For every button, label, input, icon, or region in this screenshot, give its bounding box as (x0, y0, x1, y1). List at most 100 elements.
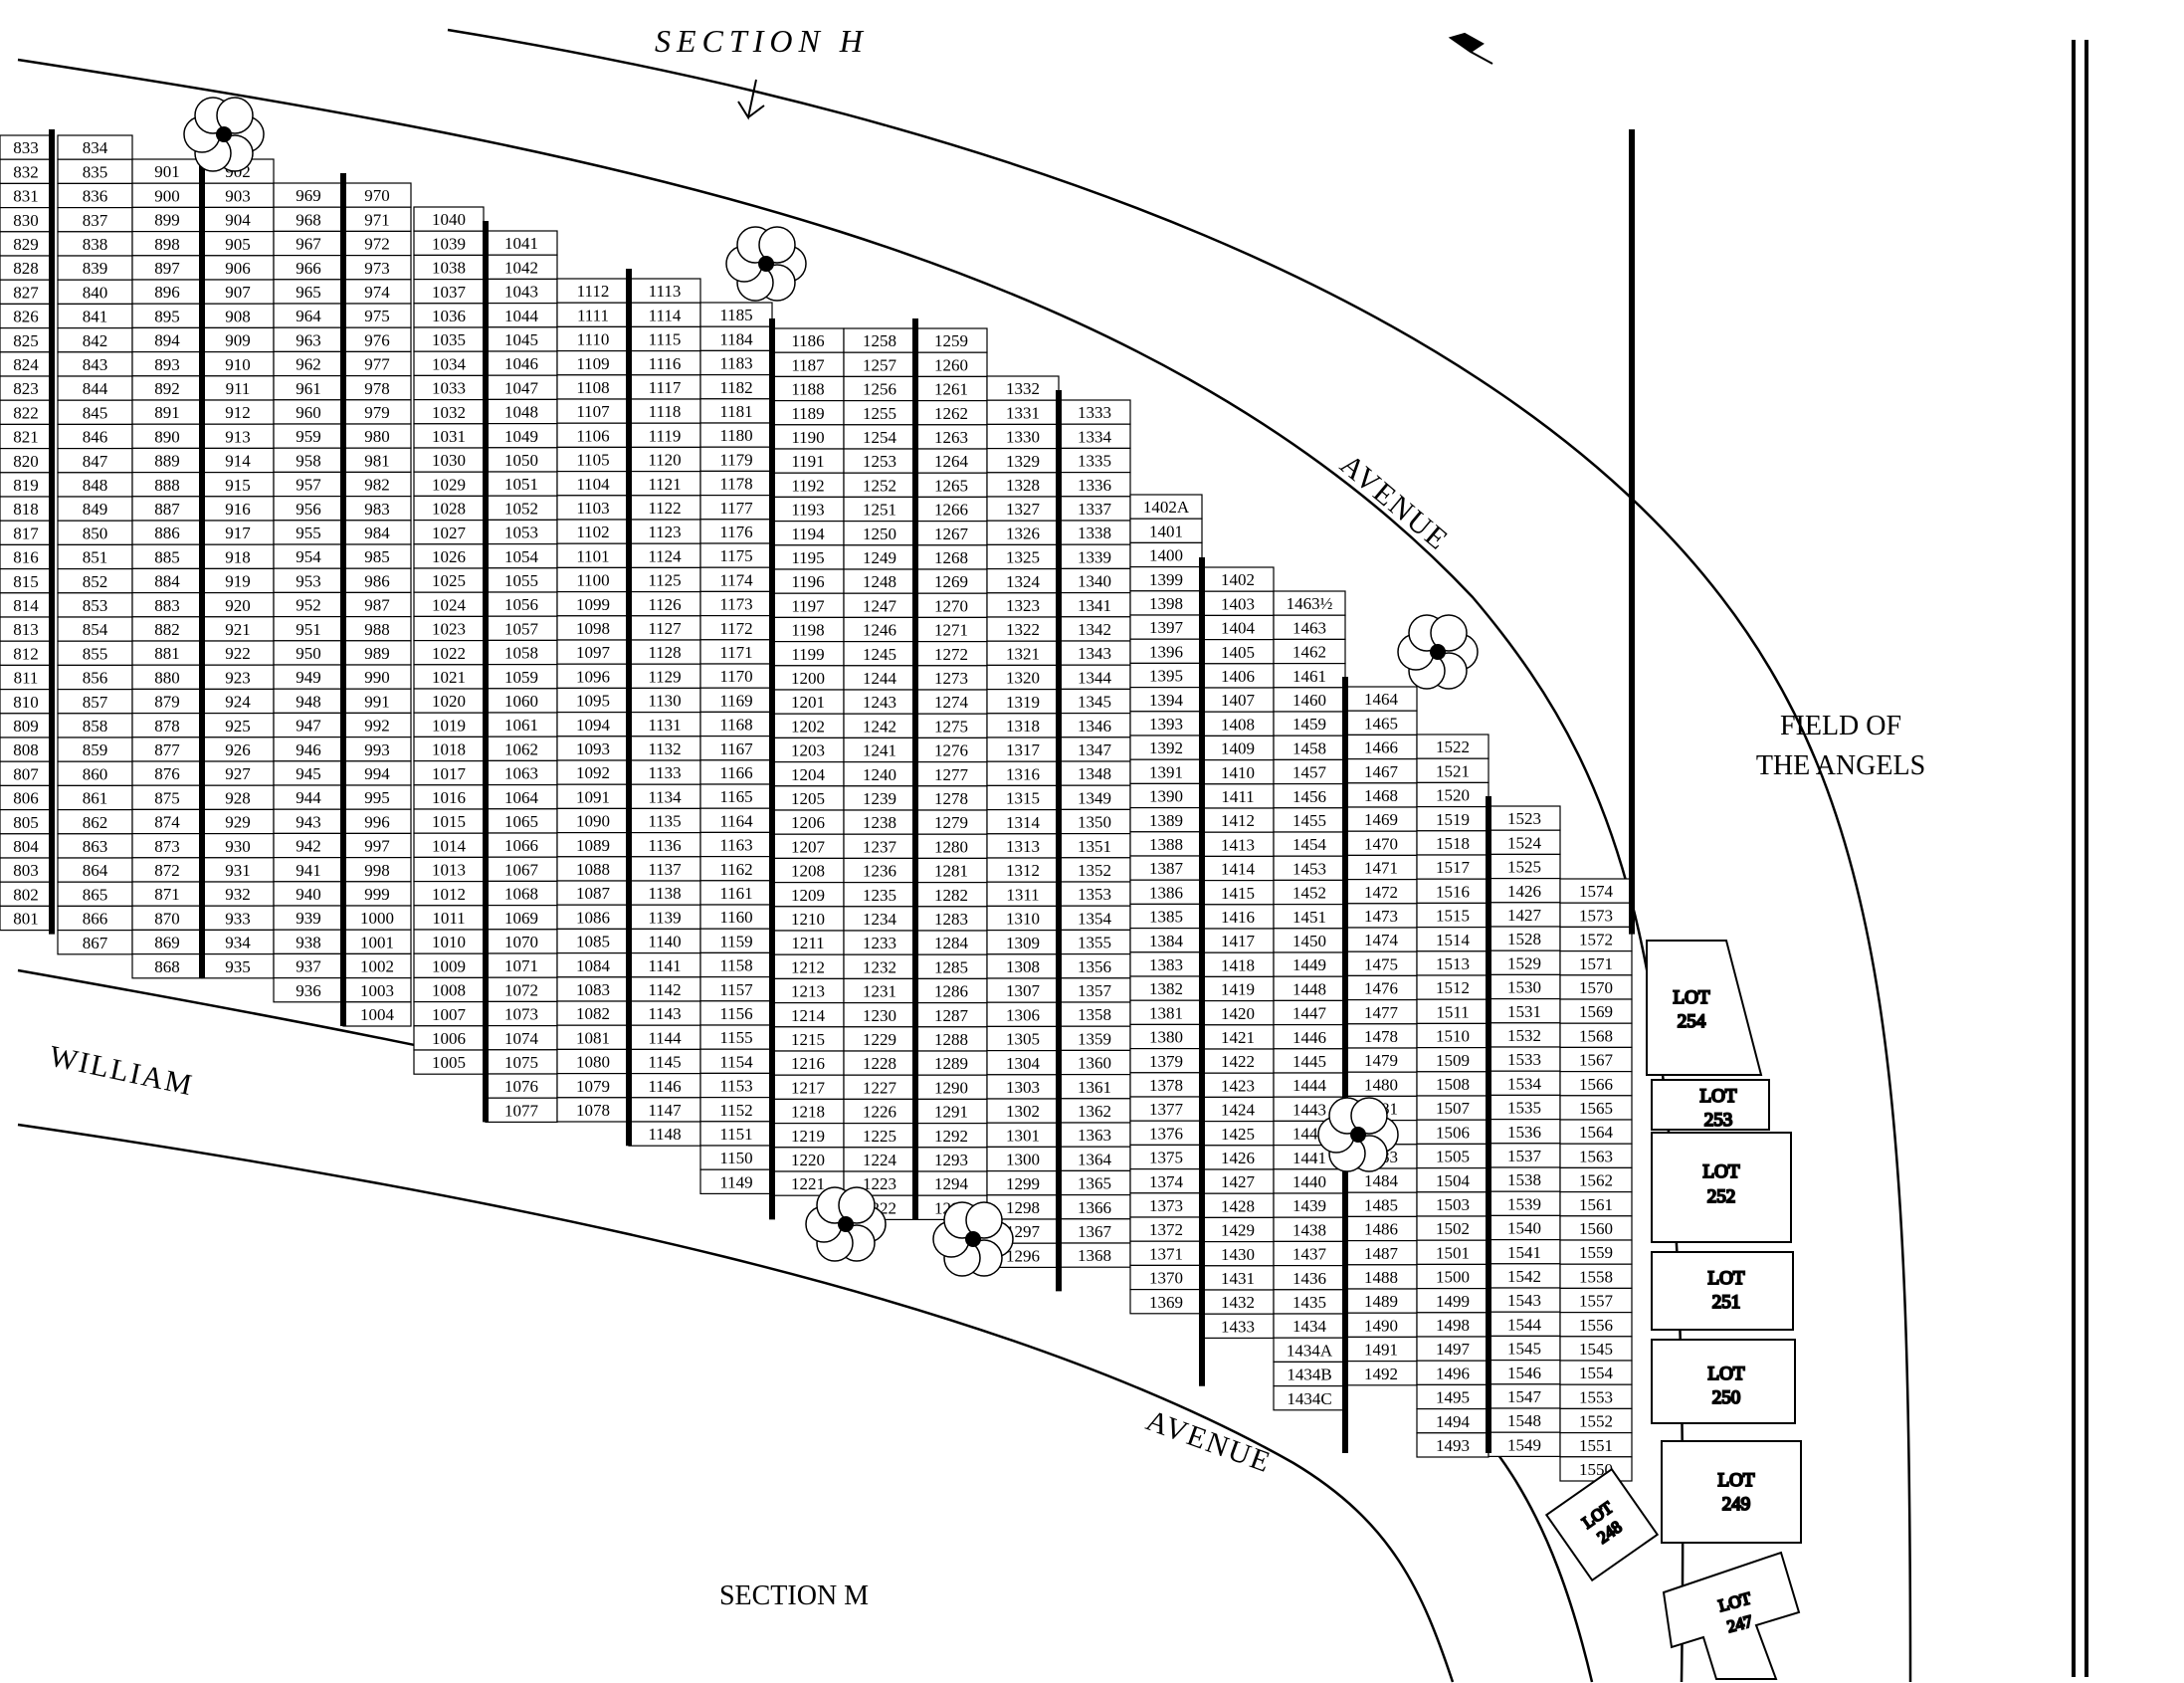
plot-cell[interactable] (131, 616, 203, 642)
plot-cell[interactable] (699, 614, 773, 641)
plot-cell[interactable] (1058, 591, 1131, 618)
plot-cell[interactable] (1129, 711, 1203, 736)
lot-251[interactable]: LOT 251 (1651, 1251, 1794, 1331)
plot-cell[interactable] (131, 688, 203, 715)
plot-cell[interactable] (843, 616, 916, 643)
plot-cell[interactable] (986, 543, 1060, 570)
plot-cell[interactable] (556, 566, 630, 593)
plot-cell[interactable] (699, 495, 773, 521)
plot-cell[interactable] (0, 592, 53, 618)
plot-cell[interactable] (131, 543, 203, 570)
plot-cell[interactable] (843, 400, 916, 426)
plot-cell[interactable] (986, 1074, 1060, 1100)
plot-cell[interactable] (57, 520, 133, 546)
plot-cell[interactable] (1559, 1022, 1633, 1048)
plot-cell[interactable] (986, 496, 1060, 522)
plot-cell[interactable] (556, 663, 630, 690)
plot-cell[interactable] (413, 905, 485, 931)
plot-cell[interactable] (1058, 905, 1131, 932)
plot-cell[interactable] (201, 206, 275, 233)
plot-cell[interactable] (699, 542, 773, 568)
plot-cell[interactable] (699, 1048, 773, 1074)
plot-cell[interactable] (57, 929, 133, 955)
plot-cell[interactable] (273, 303, 344, 328)
plot-cell[interactable] (0, 713, 53, 738)
plot-cell[interactable] (628, 736, 701, 761)
plot-cell[interactable] (342, 471, 412, 498)
plot-cell[interactable] (699, 1168, 773, 1194)
plot-cell[interactable] (413, 591, 485, 618)
plot-cell[interactable] (699, 446, 773, 473)
plot-cell[interactable] (485, 1024, 558, 1051)
plot-cell[interactable] (57, 760, 133, 787)
plot-cell[interactable] (986, 881, 1060, 908)
plot-cell[interactable] (843, 520, 916, 546)
plot-cell[interactable] (986, 375, 1060, 401)
plot-cell[interactable] (485, 398, 558, 425)
plot-cell[interactable] (413, 615, 485, 642)
plot-cell[interactable] (1201, 1265, 1275, 1291)
plot-cell[interactable] (0, 399, 53, 426)
plot-cell[interactable] (1559, 1407, 1633, 1434)
plot-cell[interactable] (131, 496, 203, 522)
plot-cell[interactable] (771, 785, 845, 811)
plot-cell[interactable] (485, 254, 558, 281)
plot-cell[interactable] (986, 977, 1060, 1003)
plot-cell[interactable] (342, 640, 412, 666)
plot-cell[interactable] (556, 615, 630, 641)
plot-cell[interactable] (1058, 1122, 1131, 1148)
plot-cell[interactable] (1559, 1287, 1633, 1314)
plot-cell[interactable] (1273, 662, 1346, 689)
plot-cell[interactable] (1416, 1336, 1489, 1362)
plot-cell[interactable] (628, 350, 701, 376)
plot-cell[interactable] (556, 302, 630, 328)
plot-cell[interactable] (1559, 1336, 1633, 1362)
plot-cell[interactable] (699, 807, 773, 834)
plot-cell[interactable] (1344, 950, 1418, 977)
plot-cell[interactable] (273, 784, 344, 810)
plot-cell[interactable] (131, 567, 203, 594)
plot-cell[interactable] (1273, 831, 1346, 857)
plot-cell[interactable] (131, 760, 203, 786)
plot-cell[interactable] (413, 929, 485, 954)
plot-cell[interactable] (628, 374, 701, 400)
plot-cell[interactable] (556, 398, 630, 424)
plot-cell[interactable] (273, 543, 344, 569)
plot-cell[interactable] (1416, 830, 1489, 856)
plot-cell[interactable] (485, 350, 558, 376)
plot-cell[interactable] (556, 278, 630, 304)
plot-cell[interactable] (413, 350, 485, 377)
plot-cell[interactable] (57, 496, 133, 522)
plot-cell[interactable] (1058, 929, 1131, 955)
plot-cell[interactable] (1058, 567, 1131, 594)
plot-cell[interactable] (413, 784, 485, 810)
plot-cell[interactable] (843, 1122, 916, 1149)
plot-cell[interactable] (342, 182, 412, 208)
plot-cell[interactable] (771, 1050, 845, 1076)
plot-cell[interactable] (131, 881, 203, 907)
plot-cell[interactable] (1344, 1360, 1418, 1386)
plot-cell[interactable] (131, 808, 203, 835)
plot-cell[interactable] (986, 1146, 1060, 1172)
plot-cell[interactable] (1129, 1264, 1203, 1291)
plot-cell[interactable] (986, 929, 1060, 955)
plot-cell[interactable] (628, 856, 701, 882)
plot-cell[interactable] (628, 1048, 701, 1075)
plot-cell[interactable] (556, 542, 630, 569)
plot-cell[interactable] (1416, 757, 1489, 784)
plot-cell[interactable] (843, 760, 916, 787)
plot-cell[interactable] (57, 448, 133, 474)
plot-cell[interactable] (1129, 1216, 1203, 1242)
lot-247[interactable]: LOT 247 (1662, 1551, 1801, 1680)
plot-cell[interactable] (1058, 881, 1131, 907)
plot-cell[interactable] (914, 736, 988, 763)
plot-cell[interactable] (342, 543, 412, 569)
plot-cell[interactable] (0, 375, 53, 401)
plot-cell[interactable] (413, 1025, 485, 1051)
plot-cell[interactable] (413, 279, 485, 305)
plot-cell[interactable] (342, 1001, 412, 1027)
plot-cell[interactable] (1273, 1240, 1346, 1267)
plot-cell[interactable] (201, 591, 275, 618)
plot-cell[interactable] (556, 711, 630, 737)
plot-cell[interactable] (914, 448, 988, 474)
